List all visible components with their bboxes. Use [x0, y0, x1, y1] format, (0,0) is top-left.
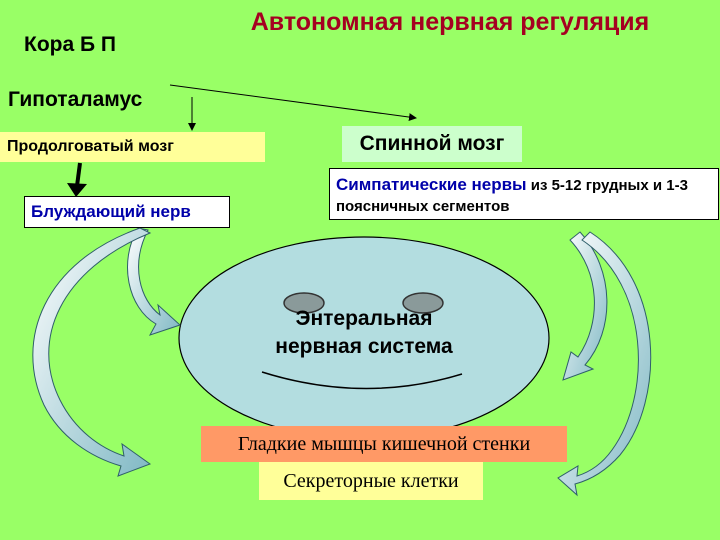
sympathetic-nerves-box: Симпатические нервы из 5-12 грудных и 1-… [329, 168, 719, 220]
curve-right-to-effectors [557, 231, 652, 497]
cortex-label: Кора Б П [24, 33, 117, 56]
secretory-cells-box: Секреторные клетки [259, 462, 483, 500]
ens-eye-right [402, 292, 444, 314]
spinal-cord-box: Спинной мозг [342, 126, 522, 162]
vagus-nerve-box: Блуждающий нерв [24, 196, 230, 228]
arrow-hypo-spinal [169, 84, 417, 122]
medulla-box: Продолговатый мозг [0, 132, 265, 162]
curve-left-to-effectors [32, 227, 152, 477]
curve-symp-to-ens [562, 231, 608, 381]
sympathetic-rest-text: из 5-12 грудных и 1-3 поясничных сегмент… [336, 177, 688, 215]
hypothalamus-label: Гипоталамус [8, 88, 143, 111]
ens-eye-left [283, 292, 325, 314]
smooth-muscle-box: Гладкие мышцы кишечной стенки [201, 426, 567, 462]
ens-smile [261, 371, 463, 390]
sympathetic-lead-text: Симпатические нервы [336, 175, 527, 194]
ens-label: Энтеральная нервная система [275, 307, 453, 358]
arrow-medulla-vagus-head [67, 183, 87, 197]
page-title: Автономная нервная регуляция [250, 8, 650, 36]
arrow-medulla-vagus [75, 162, 82, 187]
curve-vagus-to-ens [127, 227, 181, 336]
